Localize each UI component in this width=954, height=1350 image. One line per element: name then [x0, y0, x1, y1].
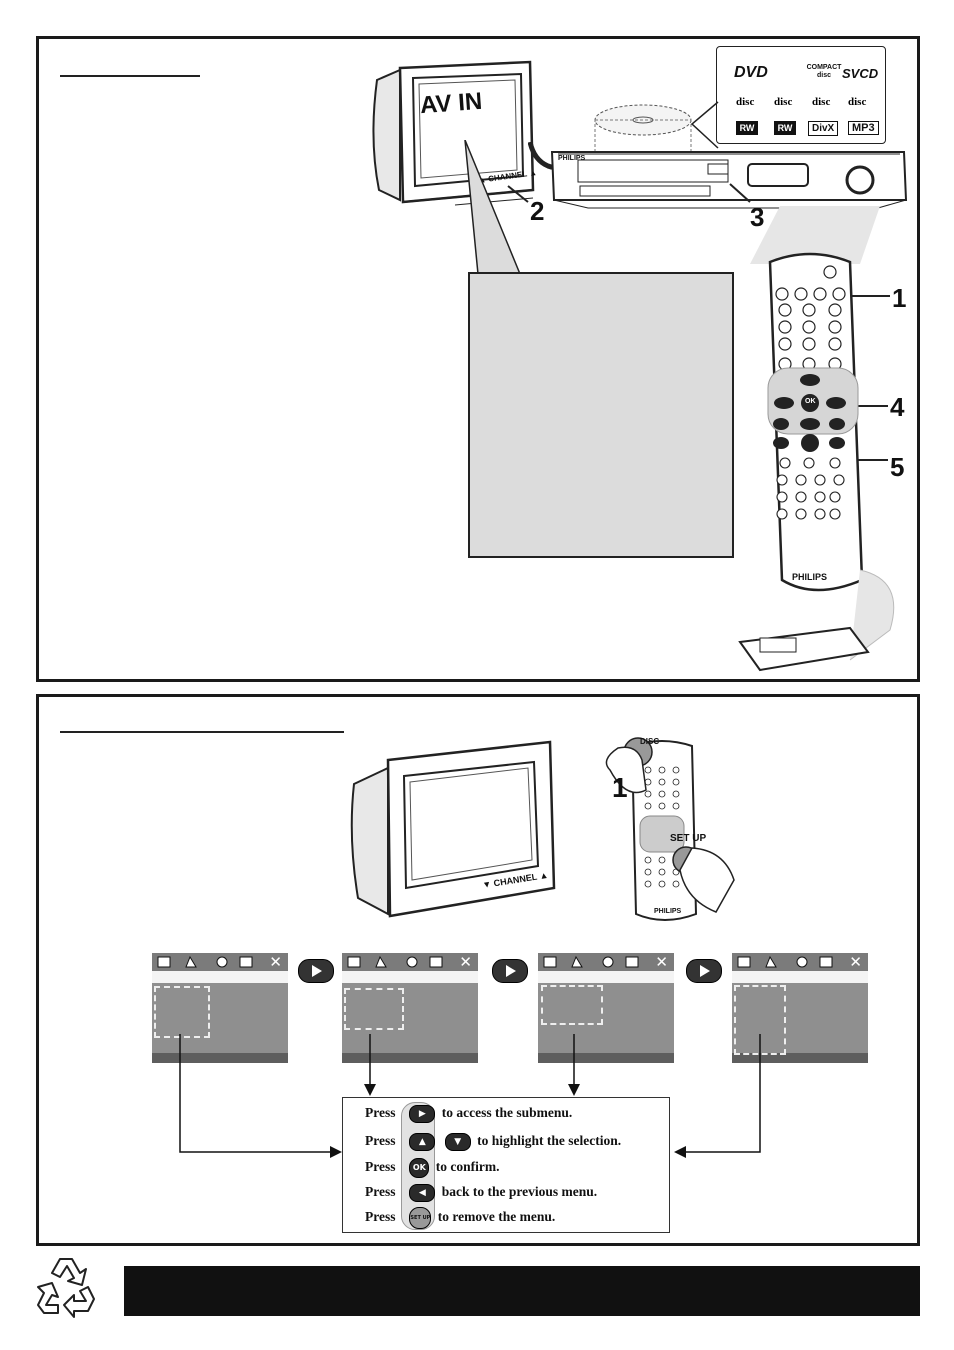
close-icon: ✕ [849, 953, 862, 971]
svg-text:disc: disc [774, 96, 792, 108]
ok-button-icon: OK [409, 1158, 430, 1178]
bottom-remote-illustration [605, 737, 735, 921]
dvd-logo: DVD [734, 64, 768, 81]
svcd-logo: SVCD [842, 66, 879, 81]
remote-control-illustration [738, 252, 895, 672]
right-arrow-icon: ▶ [409, 1105, 436, 1123]
svg-text:disc: disc [848, 96, 866, 108]
dvd-player-illustration [550, 104, 908, 209]
tv-screen-text: AV IN [419, 87, 484, 120]
mp3-logo: MP3 [848, 121, 879, 135]
compact-disc-logo: COMPACT disc [806, 64, 842, 79]
instruction-row-2: Press ▲ ▼ to highlight the selection. [365, 1133, 621, 1151]
remote-brand: PHILIPS [792, 572, 828, 582]
svg-text:disc: disc [736, 96, 754, 108]
step-4-number: 4 [890, 392, 905, 422]
step-3-number: 3 [750, 202, 765, 232]
instruction-box: Press ▶ to access the submenu. Press ▲ ▼… [342, 1097, 670, 1233]
menu-tab-icons [157, 955, 833, 968]
bottom-section-title-line [60, 731, 344, 733]
instruction-arrows [179, 1034, 761, 1158]
close-icon: ✕ [655, 953, 668, 971]
next-arrow-button-2 [492, 959, 528, 983]
bottom-remote-brand: PHILIPS [654, 908, 682, 915]
bottom-step-1-number: 1 [612, 772, 628, 803]
av-in-callout-box [468, 272, 734, 558]
ir-beam [750, 206, 880, 264]
next-arrow-button-1 [298, 959, 334, 983]
bottom-remote-disc-label: DISC [640, 737, 660, 746]
step-1-number: 1 [892, 283, 907, 313]
step-5-number: 5 [890, 452, 905, 482]
instruction-row-1: Press ▶ to access the submenu. [365, 1105, 572, 1123]
next-arrow-button-3 [686, 959, 722, 983]
logos-pointer [690, 101, 719, 149]
remote-ok-label: OK [805, 398, 816, 405]
tv-illustration [372, 60, 535, 206]
compact-disc-logo-row2: disc disc disc disc [736, 92, 876, 110]
divx-logo: DivX [808, 121, 839, 136]
close-icon: ✕ [459, 953, 472, 971]
instruction-row-3: Press OK to confirm. [365, 1158, 499, 1178]
rw-logo-2: RW [774, 121, 796, 135]
left-arrow-icon: ◀ [409, 1184, 436, 1202]
close-icon: ✕ [269, 953, 282, 971]
bottom-remote-setup-label: SET UP [670, 833, 707, 844]
setup-button-icon: SET UP [409, 1207, 432, 1229]
down-arrow-icon: ▼ [444, 1133, 471, 1151]
menu-screen-2: ✕ [342, 953, 478, 1063]
svg-text:disc: disc [812, 96, 830, 108]
bottom-tv-illustration [350, 740, 556, 918]
instruction-row-4: Press ◀ back to the previous menu. [365, 1184, 597, 1202]
rw-logo-1: RW [736, 121, 758, 135]
top-section-title-line [60, 75, 200, 77]
footer-bar [124, 1266, 920, 1316]
up-arrow-icon: ▲ [409, 1133, 436, 1151]
step-2-number: 2 [530, 196, 545, 226]
instruction-row-5: Press SET UP to remove the menu. [365, 1207, 555, 1229]
recycle-icon [37, 1258, 95, 1318]
player-brand: PHILIPS [558, 155, 586, 162]
